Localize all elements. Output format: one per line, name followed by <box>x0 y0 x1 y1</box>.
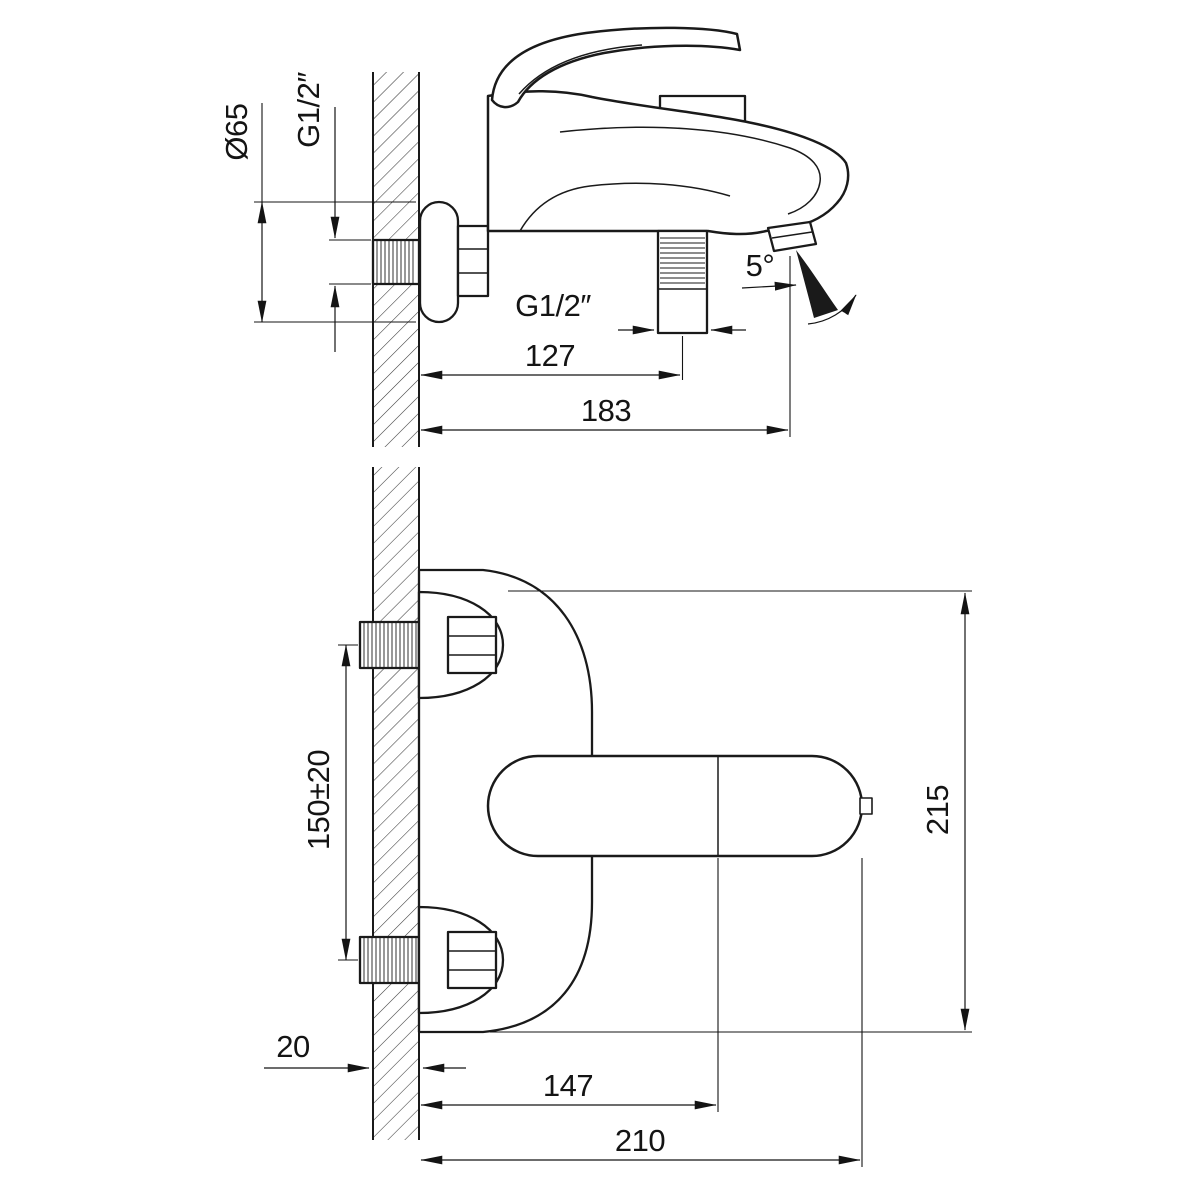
spout-aerator <box>766 220 818 253</box>
dim-wall-to-spout: 183 <box>420 256 791 437</box>
dim-wall-to-shower: 127 <box>420 338 681 380</box>
shower-thread-label: G1/2″ <box>515 288 591 323</box>
dim-147-label: 147 <box>543 1068 593 1103</box>
inlet-spacing-label: 150±20 <box>301 750 336 850</box>
dim-overall-width: 210 <box>420 858 863 1167</box>
dim-shower-thread: G1/2″ <box>515 288 746 335</box>
lower-eccentric-thread <box>358 935 421 985</box>
eccentric-flange-side <box>418 200 460 324</box>
wall-thickness-label: 20 <box>276 1029 310 1064</box>
angle-label: 5° <box>746 248 775 283</box>
side-view: Ø65 G1/2″ G1/2″ 127 183 <box>219 26 857 447</box>
dim-flange-diameter: Ø65 <box>219 103 416 323</box>
water-stream-wedge <box>796 250 838 318</box>
upper-connection-nut <box>446 615 498 675</box>
body-end-cap <box>859 797 873 815</box>
dim-inlet-thread: G1/2″ <box>291 72 371 352</box>
connection-nut-side <box>456 224 490 298</box>
flange-diameter-label: Ø65 <box>219 103 254 160</box>
dim-183-label: 183 <box>581 393 631 428</box>
overall-height-label: 215 <box>920 785 955 835</box>
lower-connection-nut <box>446 930 498 990</box>
front-view: 150±20 215 20 147 210 <box>264 467 972 1167</box>
lever-handle <box>490 26 742 109</box>
inlet-thread-label: G1/2″ <box>291 72 326 148</box>
mixer-body-front <box>486 754 873 858</box>
dim-inlet-spacing: 150±20 <box>301 644 358 961</box>
upper-eccentric-thread <box>358 620 421 670</box>
dim-spout-angle: 5° <box>741 248 857 325</box>
eccentric-thread-side <box>371 238 421 286</box>
dim-wall-to-joint: 147 <box>420 858 719 1112</box>
dim-127-label: 127 <box>525 338 575 373</box>
dim-210-label: 210 <box>615 1123 665 1158</box>
shower-hose-outlet <box>656 229 709 380</box>
wall-section-front-view <box>372 467 420 1140</box>
dim-wall-thickness: 20 <box>264 1029 466 1073</box>
dim-overall-height: 215 <box>490 590 972 1033</box>
faucet-body-spout <box>486 89 850 236</box>
